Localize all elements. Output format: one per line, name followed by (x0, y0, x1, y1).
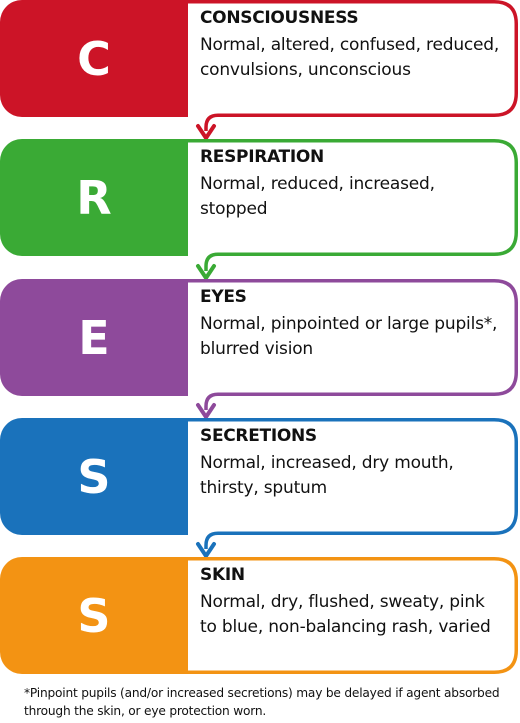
letter-box: C (0, 0, 188, 117)
step-skin: S SKIN Normal, dry, flushed, sweaty, pin… (0, 557, 520, 674)
letter-box: E (0, 279, 188, 396)
step-heading: SKIN (200, 565, 245, 585)
step-letter: C (77, 31, 111, 86)
step-description: Normal, pinpointed or large pupils*, blu… (200, 314, 498, 359)
step-description: Normal, altered, confused, reduced, conv… (200, 35, 500, 80)
letter-box: S (0, 557, 188, 674)
connector-path (188, 0, 518, 131)
connector-arrowhead (196, 264, 216, 280)
step-text: RESPIRATION Normal, reduced, increased, … (200, 147, 506, 222)
step-text: SKIN Normal, dry, flushed, sweaty, pink … (200, 565, 506, 640)
step-letter: S (77, 588, 111, 643)
step-text: CONSCIOUSNESS Normal, altered, confused,… (200, 8, 506, 83)
step-text: SECRETIONS Normal, increased, dry mouth,… (200, 426, 506, 501)
step-letter: E (78, 310, 110, 365)
step-heading: SECRETIONS (200, 426, 317, 446)
connector-arrowhead (196, 542, 216, 558)
connector-path (188, 418, 518, 549)
step-description: Normal, reduced, increased, stopped (200, 174, 435, 219)
step-description: Normal, dry, flushed, sweaty, pink to bl… (200, 592, 491, 637)
step-eyes: E EYES Normal, pinpointed or large pupil… (0, 279, 520, 396)
step-heading: RESPIRATION (200, 147, 324, 167)
step-letter: S (77, 449, 111, 504)
step-text: EYES Normal, pinpointed or large pupils*… (200, 287, 506, 362)
step-description: Normal, increased, dry mouth, thirsty, s… (200, 453, 454, 498)
connector-path (188, 279, 518, 410)
step-heading: EYES (200, 287, 247, 307)
connector-arrowhead (196, 403, 216, 419)
step-letter: R (76, 170, 112, 225)
step-secretions: S SECRETIONS Normal, increased, dry mout… (0, 418, 520, 535)
connector-path (188, 139, 518, 271)
step-consciousness: C CONSCIOUSNESS Normal, altered, confuse… (0, 0, 520, 117)
step-heading: CONSCIOUSNESS (200, 8, 359, 28)
connector-arrowhead (196, 124, 216, 140)
letter-box: R (0, 139, 188, 256)
letter-box: S (0, 418, 188, 535)
step-respiration: R RESPIRATION Normal, reduced, increased… (0, 139, 520, 256)
connector-path (188, 557, 518, 674)
footnote: *Pinpoint pupils (and/or increased secre… (24, 686, 500, 718)
